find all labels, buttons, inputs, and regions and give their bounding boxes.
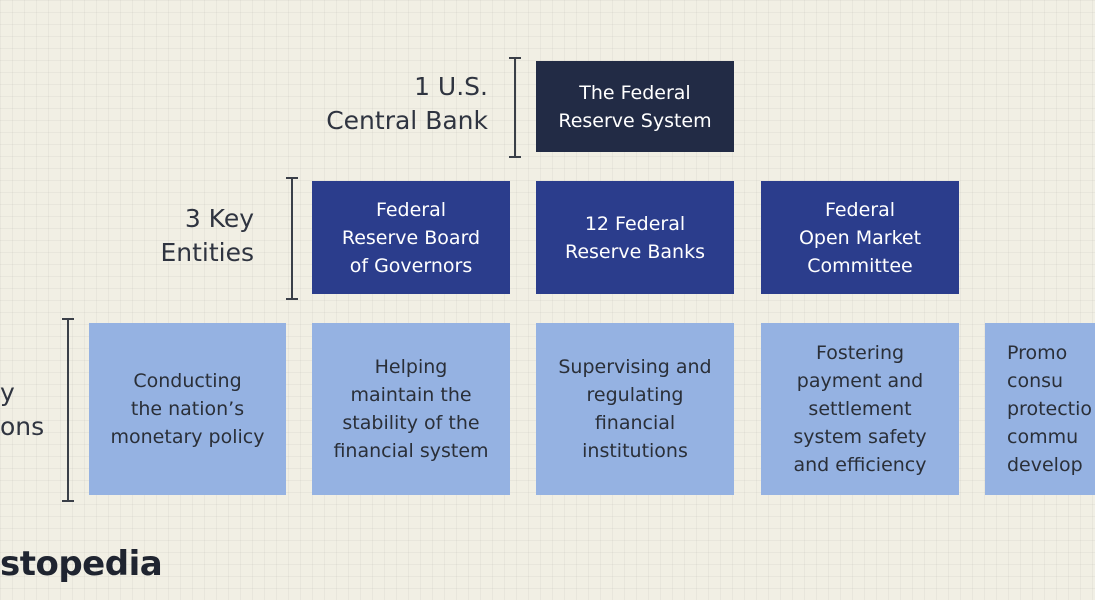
function-box-monetary-policy: Conducting the nation’s monetary policy (89, 323, 286, 495)
function-box-consumer-protection: Promo consu protectio commu develop (985, 323, 1095, 495)
bracket-key-entities (286, 177, 298, 300)
entity-label: Federal Reserve Board of Governors (341, 198, 481, 277)
function-box-payment-settlement: Fostering payment and settlement system … (761, 323, 959, 495)
level-label-central-bank: 1 U.S. Central Bank (326, 72, 488, 135)
entity-box-fomc: Federal Open Market Committee (761, 181, 959, 294)
entity-box-board-of-governors: Federal Reserve Board of Governors (312, 181, 510, 294)
function-box-supervision: Supervising and regulating financial ins… (536, 323, 734, 495)
function-label: Helping maintain the stability of the fi… (333, 356, 489, 462)
level-label-key-functions: y ons (0, 378, 45, 441)
function-label: Fostering payment and settlement system … (793, 342, 927, 476)
function-label: Promo consu protectio commu develop (1007, 342, 1093, 476)
entity-box-reserve-banks: 12 Federal Reserve Banks (536, 181, 734, 294)
function-label: Conducting the nation’s monetary policy (110, 370, 265, 448)
entity-label: Federal Open Market Committee (798, 198, 922, 277)
investopedia-logo: stopedia (0, 544, 163, 584)
level-label-key-entities: 3 Key Entities (160, 204, 254, 267)
federal-reserve-system-label: The Federal Reserve System (558, 81, 712, 132)
bracket-key-functions (62, 318, 74, 502)
function-box-financial-stability: Helping maintain the stability of the fi… (312, 323, 510, 495)
entity-label: 12 Federal Reserve Banks (564, 212, 706, 263)
bracket-central-bank (509, 57, 521, 158)
function-label: Supervising and regulating financial ins… (558, 356, 712, 462)
federal-reserve-system-box: The Federal Reserve System (536, 61, 734, 152)
